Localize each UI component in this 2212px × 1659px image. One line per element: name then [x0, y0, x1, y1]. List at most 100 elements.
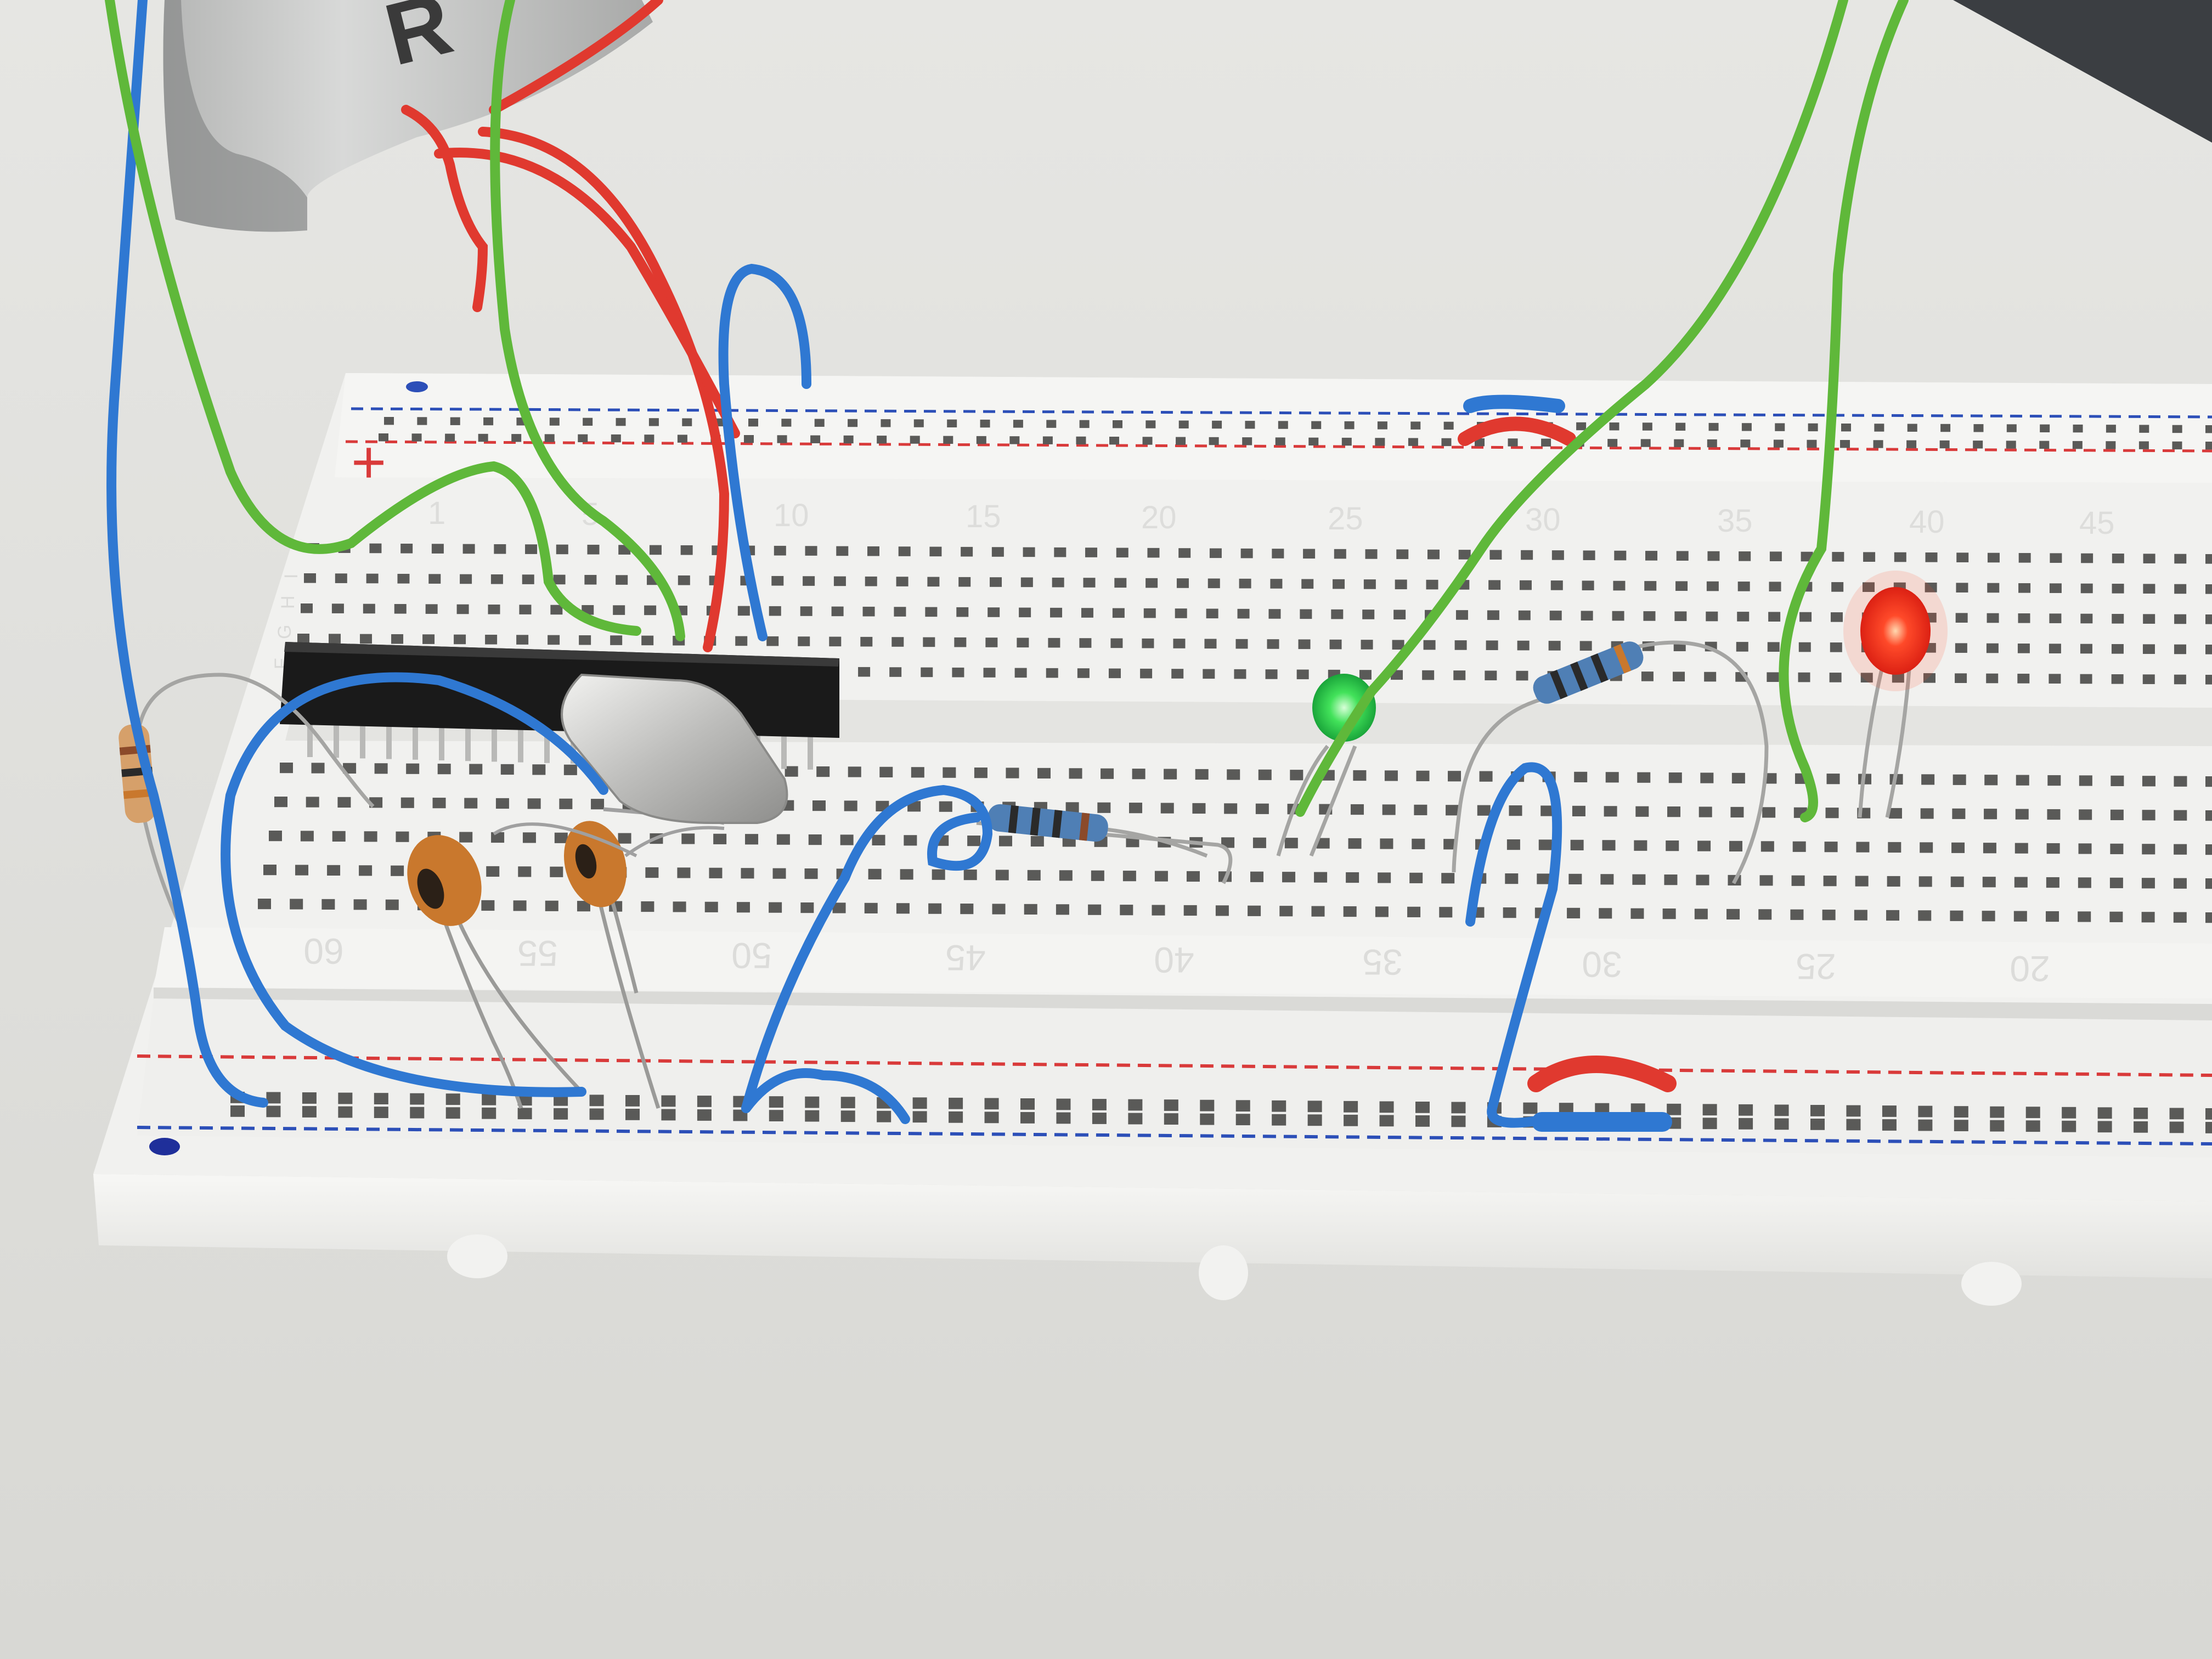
top-row-number: 45 — [2079, 505, 2115, 541]
hole-bottom-rail — [230, 1105, 245, 1117]
hole-upper-block — [2143, 554, 2155, 563]
hole-upper-block — [1362, 610, 1375, 619]
hole-upper-block — [2174, 644, 2186, 654]
hole-top-rail — [583, 417, 593, 426]
hole-upper-block — [1237, 608, 1250, 619]
side-letter: I — [281, 574, 302, 579]
hole-upper-block — [991, 547, 1004, 557]
bottom-row-number: 50 — [731, 935, 771, 976]
hole-upper-block — [1365, 549, 1378, 559]
top-row-number: 15 — [966, 499, 1001, 534]
hole-upper-block — [1077, 668, 1090, 678]
hole-lower-block — [1160, 803, 1174, 814]
hole-bottom-rail — [302, 1092, 317, 1104]
bottom-blue-marker-dot — [149, 1138, 180, 1155]
hole-lower-block — [1056, 904, 1069, 915]
hole-upper-block — [2112, 554, 2124, 563]
hole-upper-block — [1017, 637, 1029, 648]
hole-top-rail — [1212, 420, 1222, 429]
hole-bottom-rail — [2134, 1107, 2148, 1119]
hole-lower-block — [868, 868, 882, 879]
hole-upper-block — [737, 606, 750, 616]
chip-pin — [360, 725, 365, 759]
hole-upper-block — [1048, 637, 1060, 648]
hole-upper-block — [1955, 673, 1967, 683]
hole-upper-block — [391, 634, 404, 644]
hole-bottom-rail — [1056, 1098, 1071, 1110]
hole-lower-block — [2047, 775, 2061, 786]
green-wire-right-2 — [1779, 0, 1909, 822]
hole-top-rail — [2040, 424, 2050, 433]
hole-upper-block — [428, 574, 441, 584]
hole-upper-block — [1085, 548, 1098, 557]
hole-lower-block — [2174, 844, 2187, 855]
hole-top-rail — [1076, 436, 1086, 445]
hole-lower-block — [2078, 843, 2092, 854]
hole-lower-block — [2014, 877, 2028, 888]
hole-upper-block — [1548, 641, 1561, 651]
hole-top-rail — [677, 435, 687, 443]
hole-upper-block — [2143, 614, 2155, 624]
bottom-row-number: 60 — [303, 931, 343, 972]
hole-upper-block — [1550, 580, 1563, 590]
hole-lower-block — [527, 798, 541, 809]
hole-upper-block — [488, 604, 500, 614]
hole-lower-block — [1694, 909, 1708, 919]
hole-lower-block — [1120, 905, 1133, 916]
hole-upper-block — [954, 637, 967, 647]
hole-top-rail — [578, 434, 588, 443]
hole-upper-block — [1268, 609, 1281, 619]
hole-upper-block — [1551, 550, 1564, 560]
hole-top-rail — [644, 435, 654, 443]
top-row-number: 1 — [428, 495, 445, 531]
hole-upper-block — [1641, 672, 1654, 681]
hole-upper-block — [1143, 608, 1156, 618]
hole-upper-block — [490, 574, 503, 584]
hole-top-rail — [1311, 421, 1322, 430]
hole-lower-block — [459, 832, 473, 843]
hole-upper-block — [460, 574, 472, 584]
hole-top-rail — [1441, 438, 1452, 447]
hole-bottom-rail — [1164, 1099, 1178, 1111]
hole-top-rail — [1807, 439, 1817, 448]
hole-lower-block — [673, 901, 686, 912]
hole-lower-block — [1282, 872, 1296, 883]
chip-pin — [413, 726, 418, 760]
hole-upper-block — [1395, 579, 1407, 590]
hole-lower-block — [400, 797, 414, 808]
hole-lower-block — [1790, 909, 1804, 920]
hole-lower-block — [1572, 805, 1585, 817]
hole-bottom-rail — [2097, 1107, 2112, 1119]
hole-top-rail — [1341, 437, 1352, 446]
hole-bottom-rail — [1882, 1105, 1897, 1117]
hole-upper-block — [610, 635, 623, 645]
right-resistor — [1452, 640, 1769, 884]
hole-upper-block — [1023, 547, 1035, 557]
hole-top-rail — [1178, 420, 1189, 428]
hole-lower-block — [437, 764, 451, 775]
hole-lower-block — [2173, 878, 2187, 889]
hole-upper-block — [2080, 644, 2092, 654]
wires — [105, 0, 1909, 1128]
hole-upper-block — [1175, 608, 1187, 618]
hole-top-rail — [910, 436, 920, 444]
hole-upper-block — [431, 544, 444, 554]
hole-top-rail — [2172, 425, 2182, 433]
hole-lower-block — [1412, 838, 1425, 849]
top-rail-blue-line — [351, 407, 2212, 419]
hole-upper-block — [1176, 578, 1189, 588]
hole-bottom-rail — [984, 1098, 999, 1110]
hole-upper-block — [1986, 673, 1999, 684]
hole-bottom-rail — [1523, 1102, 1538, 1114]
hole-upper-block — [1054, 547, 1066, 557]
hole-top-rail — [1607, 439, 1618, 447]
hole-bottom-rail — [2205, 1108, 2212, 1120]
blue-wire-right-hook — [1465, 762, 1562, 1128]
hole-bottom-rail — [1846, 1105, 1861, 1117]
hole-lower-block — [1637, 772, 1651, 783]
hole-upper-block — [525, 544, 538, 554]
hole-top-rail — [450, 417, 460, 425]
hole-top-rail — [478, 433, 488, 442]
hole-upper-block — [1581, 611, 1593, 621]
hole-lower-block — [1982, 911, 1995, 922]
